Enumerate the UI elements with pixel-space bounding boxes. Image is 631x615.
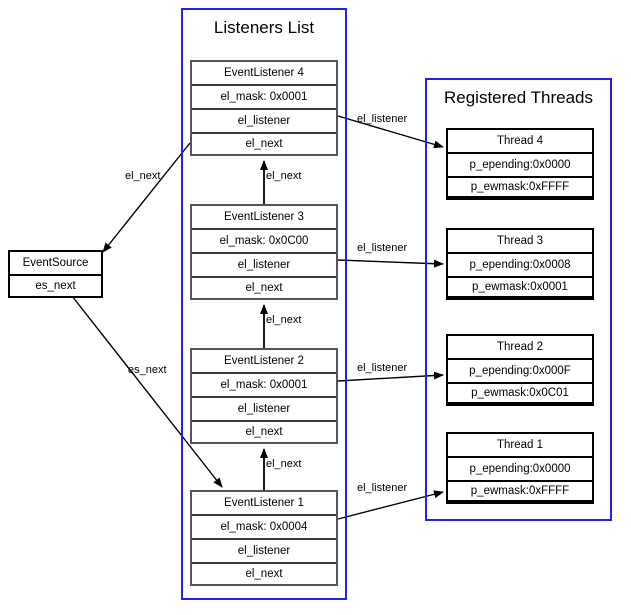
edge-label-source-es-next: es_next xyxy=(128,364,167,376)
event-listener-3-mask: el_mask: 0x0C00 xyxy=(192,230,336,254)
thread-1-title: Thread 1 xyxy=(448,434,592,458)
thread-4-title: Thread 4 xyxy=(448,130,592,154)
thread-2-epending: p_epending:0x000F xyxy=(448,360,592,384)
thread-2-title: Thread 2 xyxy=(448,336,592,360)
edge-label-listener4-to-thread4: el_listener xyxy=(357,113,408,125)
event-listener-3-title: EventListener 3 xyxy=(192,206,336,230)
event-listener-4-title: EventListener 4 xyxy=(192,62,336,86)
edge-label-listener2-to-thread2: el_listener xyxy=(357,362,408,374)
edge-label-chain-2-from-1: el_next xyxy=(266,458,302,470)
thread-3-epending: p_epending:0x0008 xyxy=(448,254,592,278)
edge-label-chain-4-from-3: el_next xyxy=(266,170,302,182)
event-listener-3-next-field: el_next xyxy=(245,282,283,294)
event-source-field-es-next: es_next xyxy=(10,276,101,298)
struct-event-listener-2[interactable]: EventListener 2 el_mask: 0x0001 el_liste… xyxy=(190,348,338,444)
struct-thread-3[interactable]: Thread 3 p_epending:0x0008 p_ewmask:0x00… xyxy=(446,228,594,300)
struct-thread-2[interactable]: Thread 2 p_epending:0x000F p_ewmask:0x0C… xyxy=(446,334,594,406)
event-listener-1-mask: el_mask: 0x0004 xyxy=(192,516,336,540)
thread-4-epending: p_epending:0x0000 xyxy=(448,154,592,178)
event-listener-1-next-field: el_next xyxy=(245,568,283,580)
group-listeners-list xyxy=(181,8,347,600)
struct-thread-4[interactable]: Thread 4 p_epending:0x0000 p_ewmask:0xFF… xyxy=(446,128,594,200)
struct-thread-1[interactable]: Thread 1 p_epending:0x0000 p_ewmask:0xFF… xyxy=(446,432,594,504)
thread-4-ewmask: p_ewmask:0xFFFF xyxy=(448,178,592,198)
event-listener-4-mask: el_mask: 0x0001 xyxy=(192,86,336,110)
event-listener-1-listener-field: el_listener xyxy=(192,540,336,564)
struct-event-source[interactable]: EventSource es_next xyxy=(8,250,103,298)
event-listener-3-listener-field: el_listener xyxy=(192,254,336,278)
event-listener-2-next-field: el_next xyxy=(245,426,283,438)
edge-label-listener3-to-thread3: el_listener xyxy=(357,242,408,254)
thread-2-ewmask: p_ewmask:0x0C01 xyxy=(448,384,592,404)
group-registered-threads xyxy=(425,78,612,521)
thread-1-ewmask: p_ewmask:0xFFFF xyxy=(448,482,592,502)
edge-label-chain-3-from-2: el_next xyxy=(266,314,302,326)
edge-label-listener1-to-thread1: el_listener xyxy=(357,482,408,494)
thread-3-title: Thread 3 xyxy=(448,230,592,254)
edge-label-source-el-next: el_next xyxy=(125,170,161,182)
event-listener-4-next-field: el_next xyxy=(245,138,283,150)
struct-event-listener-1[interactable]: EventListener 1 el_mask: 0x0004 el_liste… xyxy=(190,490,338,586)
event-listener-2-title: EventListener 2 xyxy=(192,350,336,374)
edge-listener4-elnext-to-eventsource xyxy=(102,142,191,253)
thread-1-epending: p_epending:0x0000 xyxy=(448,458,592,482)
struct-event-listener-4[interactable]: EventListener 4 el_mask: 0x0001 el_liste… xyxy=(190,60,338,156)
event-listener-1-title: EventListener 1 xyxy=(192,492,336,516)
group-registered-threads-title: Registered Threads xyxy=(444,88,593,107)
event-listener-2-mask: el_mask: 0x0001 xyxy=(192,374,336,398)
group-listeners-list-title: Listeners List xyxy=(213,18,315,37)
event-listener-4-listener-field: el_listener xyxy=(192,110,336,134)
struct-event-listener-3[interactable]: EventListener 3 el_mask: 0x0C00 el_liste… xyxy=(190,204,338,300)
thread-3-ewmask: p_ewmask:0x0001 xyxy=(448,278,592,298)
event-source-title: EventSource xyxy=(10,252,101,276)
event-listener-2-listener-field: el_listener xyxy=(192,398,336,422)
